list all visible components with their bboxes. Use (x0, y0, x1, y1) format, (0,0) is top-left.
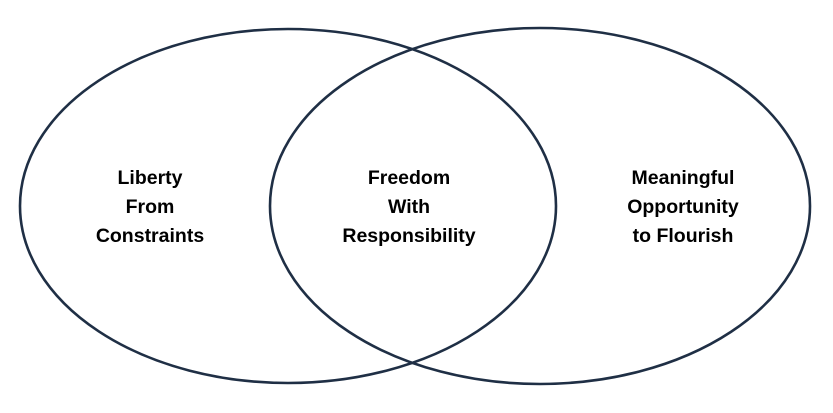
right-circle (268, 26, 812, 386)
right-circle-label: Meaningful Opportunity to Flourish (583, 164, 783, 251)
right-label-line-3: to Flourish (632, 225, 734, 247)
left-label-line-2: From (125, 196, 175, 218)
overlap-label: Freedom With Responsibility (309, 164, 509, 251)
right-label-line-2: Opportunity (627, 196, 739, 218)
left-circle-label: Liberty From Constraints (50, 164, 250, 251)
left-label-line-3: Constraints (95, 225, 205, 247)
right-label-line-1: Meaningful (631, 167, 735, 189)
overlap-label-line-2: With (387, 196, 431, 218)
left-circle (18, 27, 558, 385)
left-label-line-1: Liberty (117, 167, 183, 189)
overlap-label-line-1: Freedom (367, 167, 451, 189)
overlap-label-line-3: Responsibility (342, 225, 476, 247)
